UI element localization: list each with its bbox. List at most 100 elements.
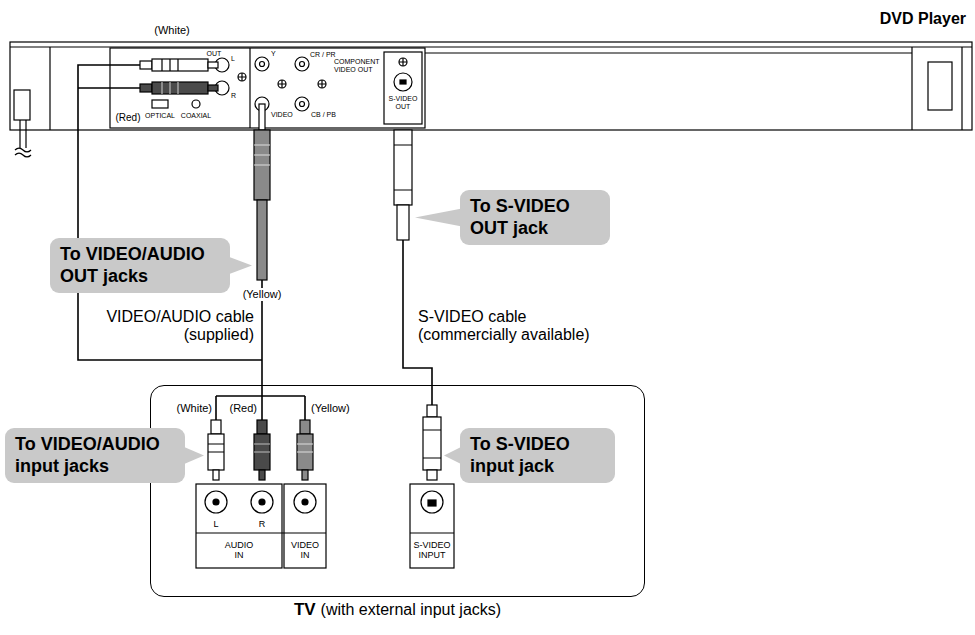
panel-divider [196, 532, 326, 533]
audio-jack [213, 499, 219, 505]
back-panel [110, 48, 425, 128]
screw [238, 73, 246, 81]
yellow-plug [259, 104, 265, 130]
jack-label: R [259, 519, 266, 529]
device-heading: TV [294, 600, 316, 619]
plug-ridges [208, 444, 224, 452]
video-in-panel [284, 484, 326, 568]
jack-label: CB / PB [311, 111, 336, 119]
video-jack [260, 62, 265, 67]
jack-label: AUDIO IN [221, 540, 257, 561]
cord-clip [14, 90, 30, 120]
s-video-jack [428, 500, 436, 506]
white-plug [211, 420, 221, 434]
callout-text: To S-VIDEO input jack [470, 434, 605, 477]
screw [238, 73, 246, 81]
s-video-panel [384, 52, 422, 124]
red-plug [152, 82, 208, 94]
plug-ridges [254, 444, 270, 452]
s-video-jack [421, 491, 443, 513]
jack-label: S-VIDEO INPUT [411, 540, 453, 561]
s-video-plug [427, 405, 437, 417]
video-jack [302, 499, 308, 505]
jack-label: Y [271, 50, 276, 58]
video-jack [294, 491, 316, 513]
audio-jack [205, 491, 227, 513]
cord-break [15, 153, 31, 157]
player-foot [928, 62, 952, 110]
optical-jack [152, 100, 168, 108]
plug-color-label: (Red) [229, 402, 257, 415]
jack-label: OPTICAL [145, 112, 175, 120]
panel-divider [249, 48, 250, 128]
plug-color-label: (Yellow) [311, 402, 350, 415]
plug-ridges [254, 145, 270, 165]
red-plug [259, 470, 265, 480]
yellow-plug [254, 130, 270, 200]
callout-text: To VIDEO/AUDIO OUT jacks [60, 244, 220, 287]
screw [278, 80, 286, 88]
cable-label: S-VIDEO cable (commercially available) [418, 308, 600, 345]
jack-label: VIDEO IN [287, 540, 323, 561]
white-plug [208, 62, 218, 68]
screw [278, 80, 286, 88]
power-cord [25, 120, 26, 148]
white-plug [213, 470, 219, 480]
yellow-plug [302, 470, 308, 480]
plug-color-label: (White) [177, 402, 212, 415]
panel-strip [425, 52, 912, 53]
jack-label: CR / PR [310, 51, 336, 59]
video-jack [295, 57, 309, 71]
s-video-plug [423, 417, 441, 470]
callout-text: To VIDEO/AUDIO input jacks [15, 434, 175, 477]
video-jack [300, 102, 305, 107]
cord-break [15, 148, 31, 152]
callout-box: To S-VIDEO OUT jack [460, 190, 610, 245]
tv-wire [216, 385, 432, 420]
yellow-plug [300, 420, 310, 434]
plug-ridges [423, 430, 441, 458]
audio-jack [251, 491, 273, 513]
tv-set: TV(with external input jacks) [150, 385, 645, 597]
callout-text: To S-VIDEO OUT jack [470, 196, 600, 239]
player-left-end [49, 47, 50, 130]
plug-ridges [297, 444, 313, 452]
audio-in-panel [196, 484, 282, 568]
device-heading: DVD Player [880, 10, 966, 28]
plug-color-label: (White) [154, 24, 189, 37]
jack-label: COAXIAL [181, 112, 211, 120]
power-cord [19, 120, 20, 148]
s-video-plug [397, 205, 409, 240]
jack-label: L [231, 55, 235, 63]
plug-ridges [394, 145, 412, 190]
plug-ridges [162, 82, 178, 94]
audio-wire [78, 87, 140, 89]
video-jack [295, 97, 309, 111]
yellow-plug [297, 434, 313, 470]
white-plug [152, 59, 208, 71]
white-plug [140, 61, 152, 69]
audio-jack [259, 499, 265, 505]
jack-label: S-VIDEO OUT [385, 95, 421, 111]
panel-divider [410, 532, 454, 533]
jack-label: OUT [207, 50, 222, 58]
callout-box: To VIDEO/AUDIO OUT jacks [50, 238, 230, 293]
plug-ridges [162, 59, 178, 71]
s-video-plug [394, 130, 412, 205]
screw [318, 80, 326, 88]
video-jack [255, 57, 269, 71]
player-body [10, 42, 972, 130]
device-note: (with external input jacks) [321, 601, 502, 618]
yellow-plug [257, 200, 267, 280]
screw [318, 80, 326, 88]
s-video-in-panel [410, 484, 454, 568]
jack-label: L [213, 519, 218, 529]
plug-color-label: (Yellow) [241, 288, 284, 301]
video-jack [300, 62, 305, 67]
player-right-end [961, 47, 962, 130]
jack-label: VIDEO [271, 111, 293, 119]
screw [399, 58, 407, 66]
s-video-plug [427, 470, 437, 480]
callout-pointer [415, 209, 462, 227]
screw [399, 58, 407, 66]
